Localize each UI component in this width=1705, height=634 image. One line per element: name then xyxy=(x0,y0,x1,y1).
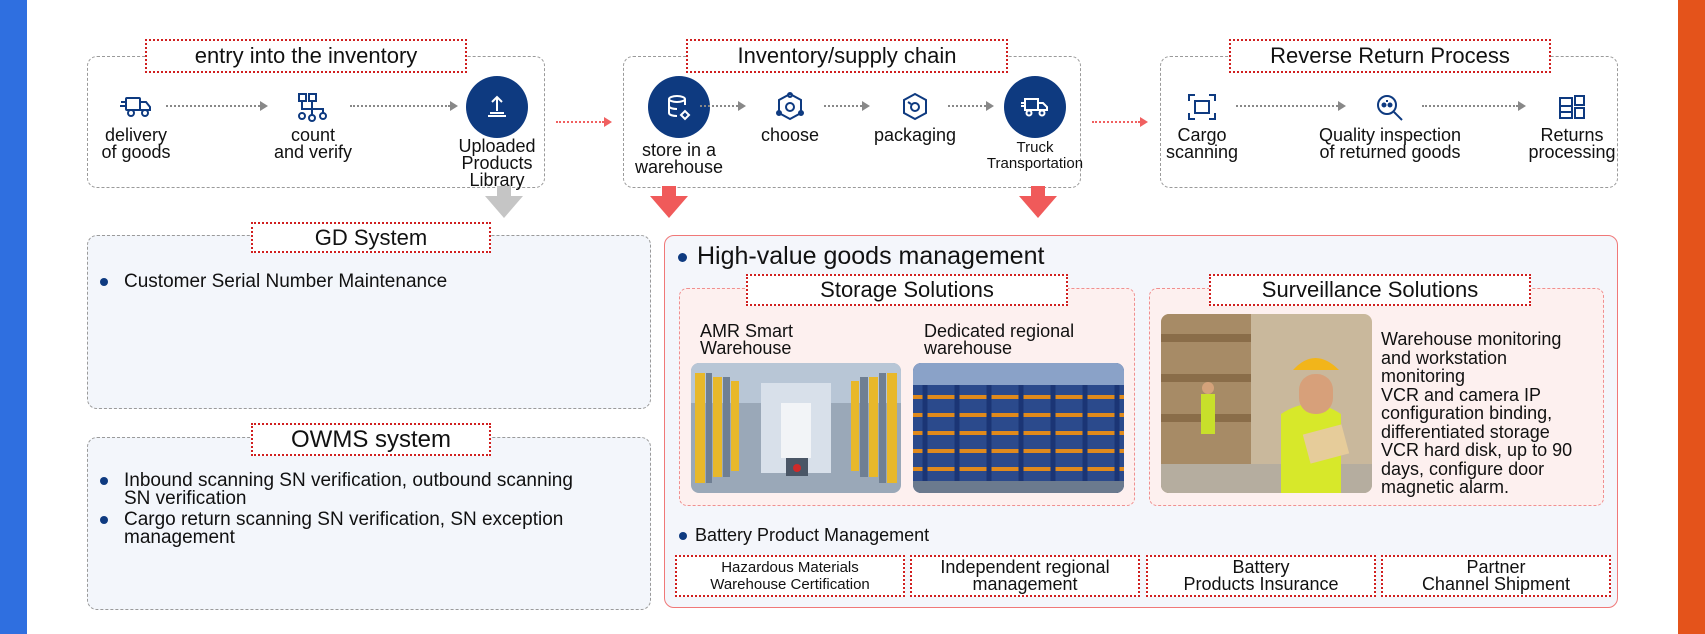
stage-arrow xyxy=(1092,117,1148,127)
battery-item-hazardous: Hazardous Materials Warehouse Certificat… xyxy=(675,555,905,597)
flow-arrow xyxy=(350,101,458,111)
flow-check-icon xyxy=(258,92,368,125)
magnifier-icon xyxy=(1300,92,1480,125)
storage-option-amr: AMR Smart Warehouse xyxy=(700,321,794,358)
storage-title: Storage Solutions xyxy=(746,274,1068,306)
step-label: Cargo scanning xyxy=(1165,125,1239,162)
hexagon-node-icon xyxy=(745,92,835,125)
down-arrow-red xyxy=(650,186,688,218)
step-label: choose xyxy=(760,125,820,145)
battery-heading: Battery Product Management xyxy=(679,526,1179,544)
upload-icon xyxy=(466,76,528,138)
reverse-title: Reverse Return Process xyxy=(1229,39,1551,73)
step-truck-transport: Truck Transportation xyxy=(962,76,1108,172)
gd-system-title: GD System xyxy=(251,222,491,253)
step-packaging: packaging xyxy=(860,92,970,144)
owms-system-panel xyxy=(87,437,651,610)
step-returns-processing: Returns processing xyxy=(1520,92,1624,161)
owms-system-title: OWMS system xyxy=(251,423,491,456)
stage-arrow xyxy=(556,117,612,127)
owms-bullet: Cargo return scanning SN verification, S… xyxy=(100,510,640,547)
step-label: packaging xyxy=(873,125,957,145)
battery-item-insurance: Battery Products Insurance xyxy=(1146,555,1376,597)
delivery-truck-icon xyxy=(82,92,190,125)
surveillance-title: Surveillance Solutions xyxy=(1209,274,1531,306)
storage-option-regional: Dedicated regional warehouse xyxy=(924,321,1075,358)
surveillance-description: Warehouse monitoring and workstation mon… xyxy=(1381,329,1573,497)
scan-frame-icon xyxy=(1152,92,1252,125)
left-accent-bar xyxy=(0,0,27,634)
step-label: Returns processing xyxy=(1528,125,1616,162)
amr-warehouse-photo xyxy=(691,363,901,493)
entry-title: entry into the inventory xyxy=(145,39,467,73)
inventory-title: Inventory/supply chain xyxy=(686,39,1008,73)
surveillance-worker-photo xyxy=(1161,314,1372,493)
step-choose: choose xyxy=(745,92,835,144)
step-label: count and verify xyxy=(273,125,353,162)
database-icon xyxy=(648,76,710,138)
truck-icon xyxy=(1004,76,1066,138)
step-cargo-scanning: Cargo scanning xyxy=(1152,92,1252,161)
flow-arrow xyxy=(824,101,870,111)
right-accent-bar xyxy=(1678,0,1705,634)
step-quality-inspection: Quality inspection of returned goods xyxy=(1300,92,1480,161)
flow-arrow xyxy=(166,101,268,111)
step-label: store in a warehouse xyxy=(634,140,724,177)
step-delivery: delivery of goods xyxy=(82,92,190,161)
entry-panel xyxy=(87,56,545,188)
step-count-verify: count and verify xyxy=(258,92,368,161)
flow-arrow xyxy=(700,101,746,111)
step-upload-library: Uploaded Products Library xyxy=(442,76,552,189)
battery-item-regional: Independent regional management xyxy=(910,555,1140,597)
owms-bullet: Inbound scanning SN verification, outbou… xyxy=(100,471,640,508)
regional-warehouse-photo xyxy=(913,363,1124,493)
high-value-heading: High-value goods management xyxy=(678,244,1178,269)
gd-system-panel xyxy=(87,235,651,409)
flow-arrow xyxy=(1236,101,1346,111)
down-arrow-gray xyxy=(485,186,523,218)
package-hexagon-icon xyxy=(860,92,970,125)
step-store-warehouse: store in a warehouse xyxy=(620,76,738,176)
battery-item-channel: Partner Channel Shipment xyxy=(1381,555,1611,597)
grid-process-icon xyxy=(1520,92,1624,125)
gd-bullet: Customer Serial Number Maintenance xyxy=(100,272,620,291)
flow-arrow xyxy=(1422,101,1526,111)
down-arrow-red xyxy=(1019,186,1057,218)
step-label: Uploaded Products Library xyxy=(458,136,536,190)
step-label: Quality inspection of returned goods xyxy=(1318,125,1462,162)
flow-arrow xyxy=(948,101,994,111)
step-label: delivery of goods xyxy=(101,125,171,162)
step-label: Truck Transportation xyxy=(986,139,1084,172)
